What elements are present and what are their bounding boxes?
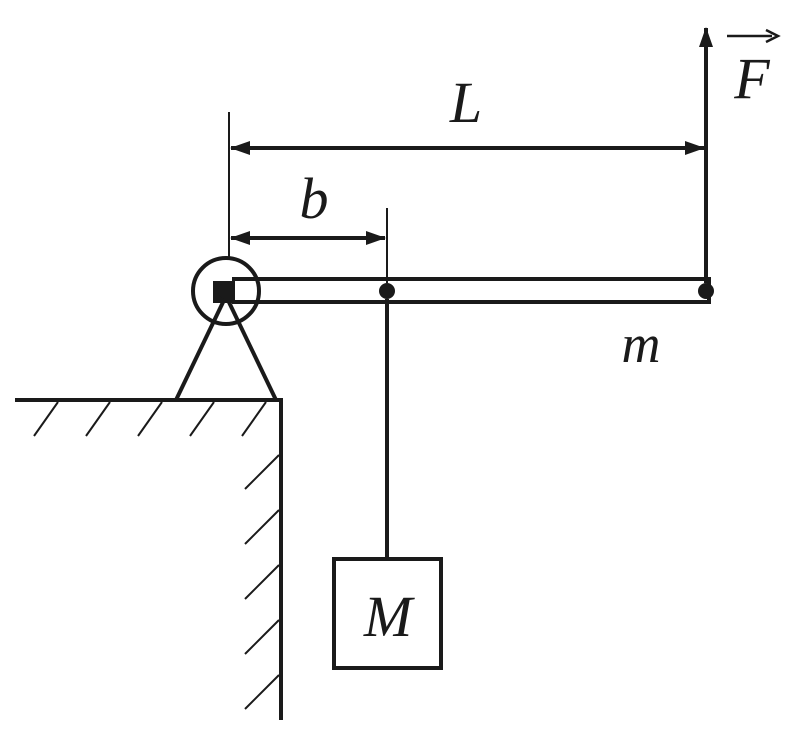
pivot-hinge-circle [191, 256, 261, 326]
hang-point [379, 283, 395, 299]
length-label: L [449, 70, 482, 135]
block-mass-label: M [363, 584, 415, 649]
pivot-point [218, 283, 234, 299]
force-vector-bar-head [765, 28, 781, 44]
offset-label: b [300, 166, 329, 231]
wall-hatching [244, 454, 280, 710]
hanging-block: M [332, 557, 443, 670]
ground-hatching [33, 401, 267, 437]
force-point [698, 283, 714, 299]
rod [218, 277, 714, 304]
force-label: F [733, 46, 770, 111]
ground-wall [15, 398, 283, 720]
rod-mass-label: m [622, 314, 661, 374]
